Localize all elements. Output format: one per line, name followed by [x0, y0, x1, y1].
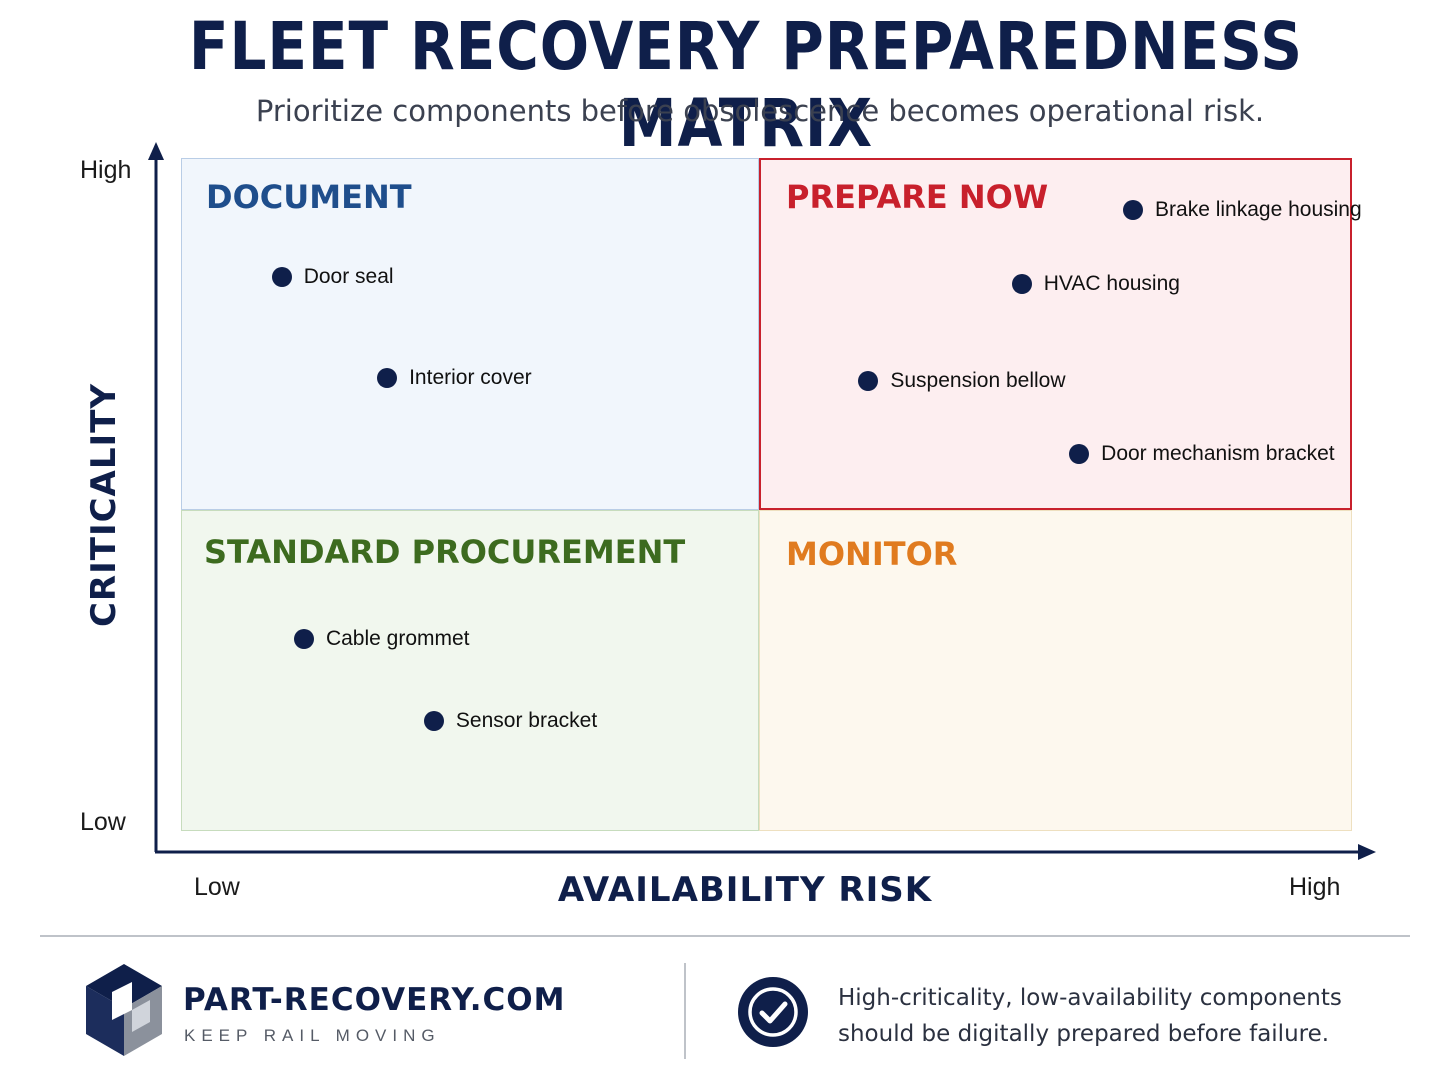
data-point: Door mechanism bracket — [1069, 442, 1335, 466]
quadrant-document — [181, 158, 759, 510]
data-point: Door seal — [271, 265, 394, 289]
data-point-label: Interior cover — [409, 366, 532, 390]
data-point-marker — [423, 711, 444, 732]
data-point-label: Door seal — [303, 265, 394, 289]
quadrant-label-document: DOCUMENT — [206, 178, 412, 216]
brand-tagline: KEEP RAIL MOVING — [184, 1026, 441, 1045]
quadrant-monitor — [759, 510, 1352, 831]
data-point-label: Sensor bracket — [455, 709, 598, 733]
data-point: Suspension bellow — [858, 369, 1066, 393]
y-axis-title: CRITICALITY — [84, 382, 124, 628]
x-tick-high: High — [1289, 873, 1341, 901]
quadrant-standard-procurement — [181, 510, 759, 831]
data-point-marker — [1069, 444, 1090, 465]
quadrant-label-prepare-now: PREPARE NOW — [786, 178, 1049, 216]
quadrant-label-standard-procurement: STANDARD PROCUREMENT — [204, 533, 686, 571]
data-point-marker — [293, 629, 314, 650]
data-point-marker — [1123, 199, 1144, 220]
data-point-marker — [858, 371, 879, 392]
check-circle-icon — [738, 977, 808, 1047]
y-axis-arrow-icon — [148, 142, 164, 160]
page-subtitle: Prioritize components before obsolescenc… — [255, 94, 1265, 128]
brand-name: PART-RECOVERY.COM — [183, 982, 566, 1018]
data-point-label: Suspension bellow — [890, 369, 1066, 393]
data-point-marker — [1011, 273, 1032, 294]
cube-logo-icon — [86, 964, 162, 1056]
footer-divider — [40, 935, 1410, 937]
page-title: FLEET RECOVERY PREPAREDNESS MATRIX — [188, 8, 1303, 162]
data-point: Brake linkage housing — [1123, 198, 1362, 222]
x-axis-title: AVAILABILITY RISK — [557, 870, 933, 910]
data-point-label: HVAC housing — [1043, 271, 1180, 295]
data-point-label: Brake linkage housing — [1155, 197, 1362, 221]
data-point: Interior cover — [377, 366, 532, 390]
quadrant-prepare-now — [759, 158, 1352, 510]
y-tick-high: High — [80, 156, 132, 184]
data-point-label: Cable grommet — [325, 627, 470, 651]
data-point-marker — [271, 267, 292, 288]
x-tick-low: Low — [194, 873, 240, 901]
data-point: Sensor bracket — [423, 709, 598, 733]
x-axis-arrow-icon — [1358, 844, 1376, 860]
footer-vertical-divider — [684, 963, 686, 1059]
data-point-marker — [377, 368, 398, 389]
data-point-label: Door mechanism bracket — [1101, 442, 1335, 466]
data-point: Cable grommet — [293, 627, 470, 651]
y-tick-low: Low — [80, 808, 126, 836]
data-point: HVAC housing — [1011, 271, 1180, 296]
footer-note: High-criticality, low-availability compo… — [838, 985, 1342, 1047]
quadrant-label-monitor: MONITOR — [786, 535, 958, 573]
